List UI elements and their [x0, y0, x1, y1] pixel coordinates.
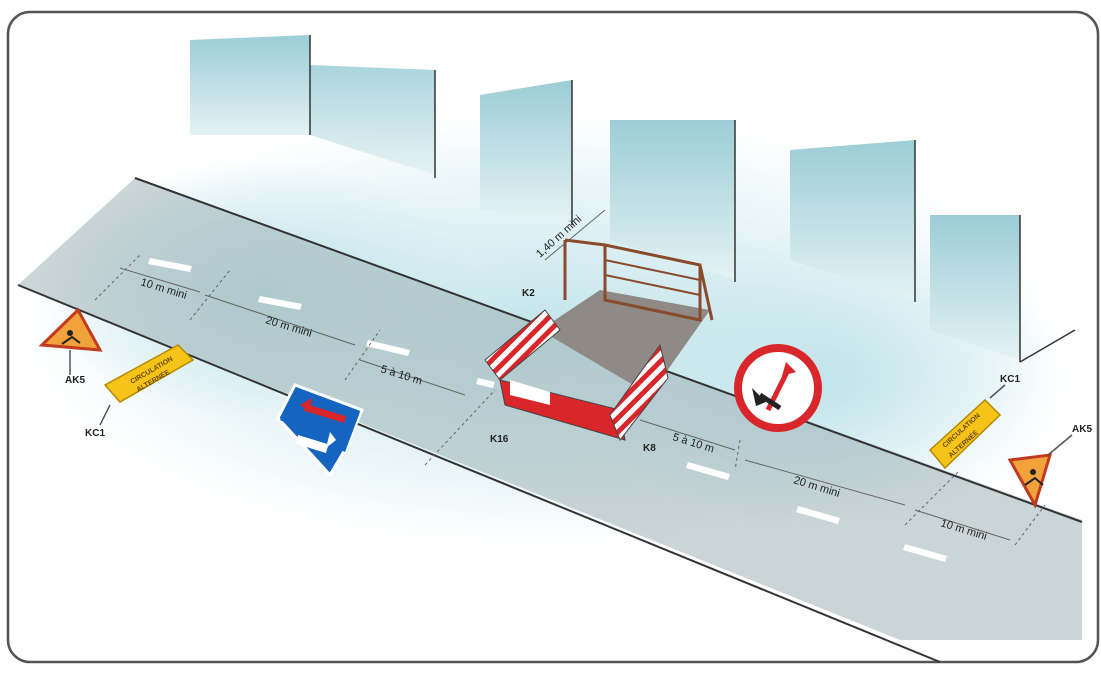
- priority-over-oncoming-sign-icon: [276, 383, 364, 478]
- label-kc1-left: KC1: [85, 428, 105, 439]
- label-kc1-right: KC1: [1000, 374, 1020, 385]
- ak5-roadworks-sign-left-icon: [38, 307, 103, 375]
- k8-barrier: [609, 343, 669, 441]
- work-zone: [484, 238, 714, 441]
- label-k2: K2: [522, 288, 535, 299]
- no-priority-oncoming-sign-icon: [734, 344, 822, 432]
- k2-barrier-left: [484, 309, 561, 381]
- label-ak5-right: AK5: [1072, 424, 1092, 435]
- label-k8: K8: [643, 443, 656, 454]
- label-k16: K16: [490, 434, 509, 445]
- ak5-roadworks-sign-right-icon: [1007, 434, 1073, 509]
- buildings: [190, 35, 1076, 363]
- label-ak5-left: AK5: [65, 375, 85, 386]
- lane-markings: [148, 258, 947, 562]
- dimension-guides: [94, 209, 1046, 546]
- k2-fence: [603, 243, 702, 322]
